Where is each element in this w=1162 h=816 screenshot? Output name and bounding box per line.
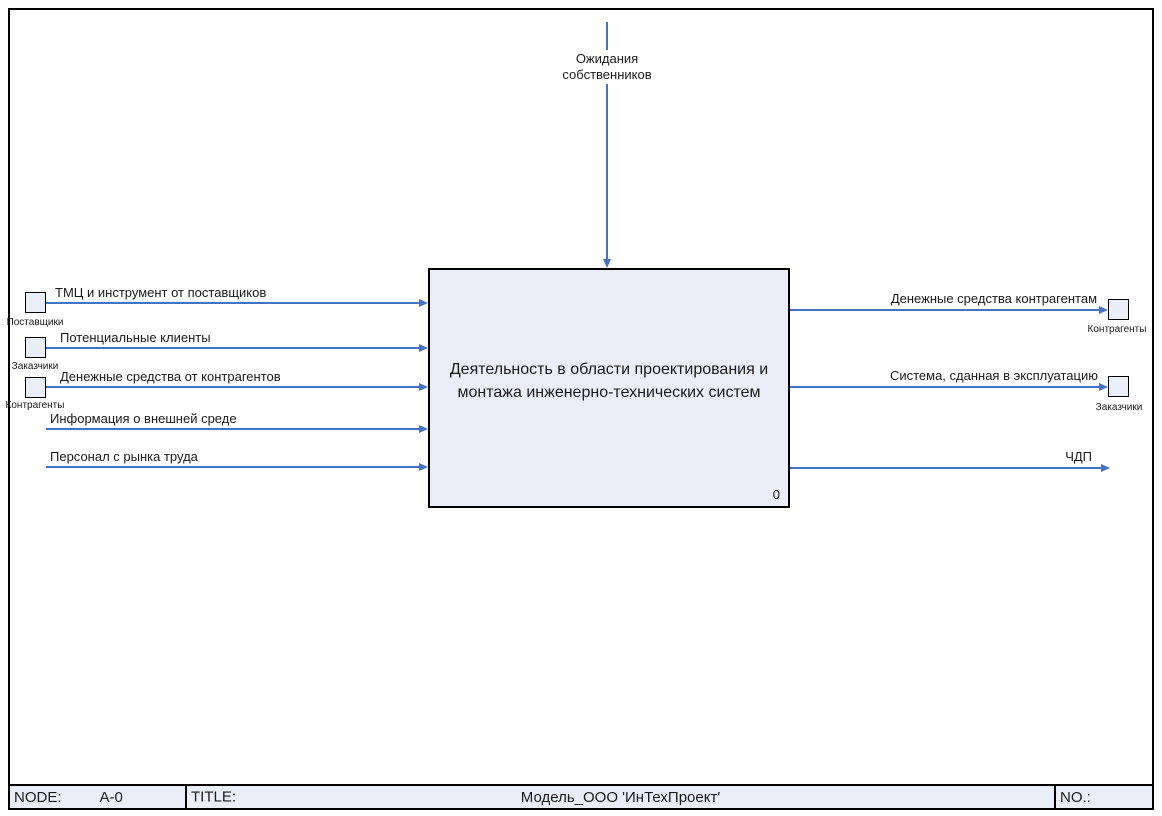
activity-node-number: 0 — [772, 487, 780, 502]
entity-box-customers-left — [25, 337, 46, 358]
title-cell: TITLE: Модель_ООО 'ИнТехПроект' — [185, 786, 1054, 808]
node-bar: NODE: A-0 TITLE: Модель_ООО 'ИнТехПроект… — [8, 784, 1154, 810]
input-arrow-line — [46, 302, 419, 304]
output-arrow-line — [790, 386, 1099, 388]
activity-box: Деятельность в области проектирования и … — [428, 268, 790, 508]
input-label-tmc: ТМЦ и инструмент от поставщиков — [55, 285, 267, 300]
entity-box-contractors-right — [1108, 299, 1129, 320]
node-label: NODE: — [14, 788, 62, 806]
output-arrowhead-icon — [1099, 382, 1108, 391]
node-cell: NODE: A-0 — [10, 786, 185, 808]
output-arrow-line — [790, 467, 1101, 469]
entity-box-suppliers — [25, 292, 46, 313]
input-arrow-line — [46, 347, 419, 349]
title-label: TITLE: — [191, 788, 237, 806]
activity-title: Деятельность в области проектирования и … — [449, 361, 769, 401]
entity-box-contractors-left — [25, 377, 46, 398]
input-label-external-info: Информация о внешней среде — [50, 411, 237, 426]
input-arrowhead-icon — [419, 424, 428, 433]
input-arrowhead-icon — [419, 298, 428, 307]
output-arrowhead-icon — [1101, 463, 1110, 472]
entity-label-suppliers: Поставщики — [6, 317, 64, 328]
control-arrow-label: Ожидания собственников — [532, 50, 682, 84]
input-label-potential-clients: Потенциальные клиенты — [60, 330, 211, 345]
entity-label-contractors-left: Контрагенты — [5, 400, 65, 411]
output-arrowhead-icon — [1099, 305, 1108, 314]
input-arrowhead-icon — [419, 343, 428, 352]
control-arrowhead-icon — [603, 259, 611, 268]
entity-label-contractors-right: Контрагенты — [1087, 324, 1147, 335]
no-label: NO.: — [1060, 788, 1091, 806]
input-label-personnel: Персонал с рынка труда — [50, 449, 198, 464]
input-label-money-from-contractors: Денежные средства от контрагентов — [60, 369, 281, 384]
output-label-money-to-contractors: Денежные средства контрагентам — [890, 291, 1097, 306]
no-cell: NO.: — [1054, 786, 1152, 808]
input-arrowhead-icon — [419, 462, 428, 471]
entity-label-customers-right: Заказчики — [1095, 402, 1143, 413]
input-arrow-line — [46, 386, 419, 388]
entity-label-customers-left: Заказчики — [11, 361, 59, 372]
input-arrowhead-icon — [419, 382, 428, 391]
entity-box-customers-right — [1108, 376, 1129, 397]
title-value: Модель_ООО 'ИнТехПроект' — [520, 788, 721, 806]
input-arrow-line — [46, 428, 419, 430]
output-label-system-delivered: Система, сданная в эксплуатацию — [889, 368, 1098, 383]
node-value: A-0 — [99, 788, 123, 806]
output-arrow-line — [790, 309, 1099, 311]
output-label-chdp: ЧДП — [1065, 449, 1092, 464]
control-arrow-line — [606, 22, 608, 260]
input-arrow-line — [46, 466, 419, 468]
